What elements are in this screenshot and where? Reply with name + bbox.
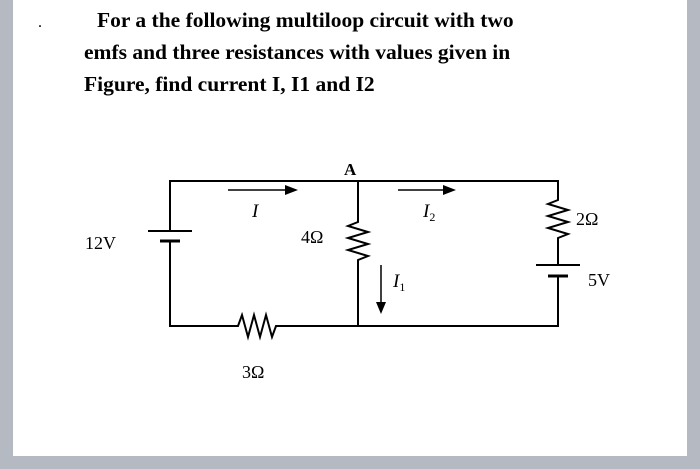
arrow-I-head xyxy=(285,185,298,195)
list-bullet: . xyxy=(38,14,42,31)
resistor-4ohm xyxy=(344,217,372,265)
current-I1-label: I1 xyxy=(392,271,405,294)
right-border xyxy=(687,0,700,469)
resistor-3ohm-label: 3Ω xyxy=(242,362,264,382)
question-line-3: Figure, find current I, I1 and I2 xyxy=(84,72,375,96)
arrow-I1-head xyxy=(376,302,386,314)
arrow-I2-head xyxy=(443,185,456,195)
emf-5v-label: 5V xyxy=(588,270,610,290)
resistor-2ohm xyxy=(544,195,572,246)
question-line-1: For a the following multiloop circuit wi… xyxy=(97,8,514,32)
current-I2-letter: I xyxy=(422,201,431,222)
current-I2-label: I2 xyxy=(422,201,435,224)
node-A-label: A xyxy=(344,160,357,179)
left-border xyxy=(0,0,13,469)
resistor-3ohm xyxy=(231,311,283,341)
resistor-4ohm-label: 4Ω xyxy=(301,227,323,247)
bottom-border xyxy=(0,456,700,469)
question-text: For a the following multiloop circuit wi… xyxy=(84,4,684,100)
current-I-label: I xyxy=(251,201,260,222)
question-line-2: emfs and three resistances with values g… xyxy=(84,40,511,64)
current-I2-subscript: 2 xyxy=(429,210,435,224)
current-I1-letter: I xyxy=(392,271,401,292)
resistor-2ohm-label: 2Ω xyxy=(576,209,598,229)
emf-12v-label: 12V xyxy=(85,233,116,253)
current-I1-subscript: 1 xyxy=(399,280,405,294)
